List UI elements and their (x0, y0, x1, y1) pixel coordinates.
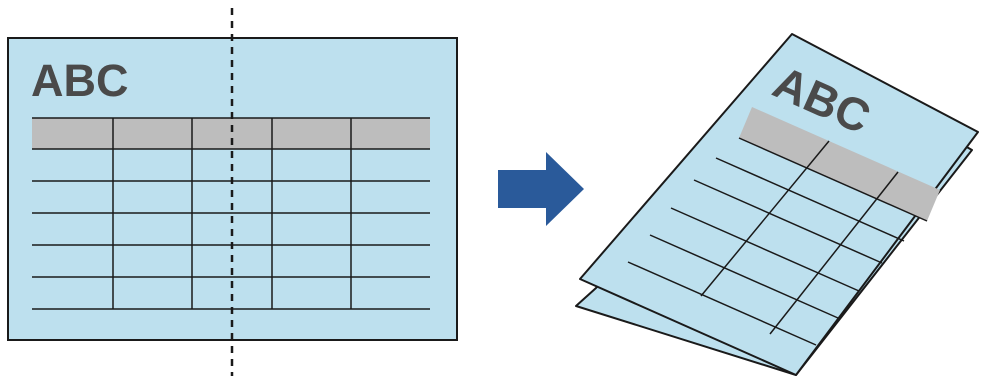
folded-sheet: ABC (575, 33, 979, 376)
folded-sheet-front-layer (579, 33, 979, 376)
row-line (693, 179, 883, 264)
folded-sheet-header-row (739, 107, 940, 221)
row-line (670, 207, 860, 292)
flat-sheet-column-lines (112, 118, 352, 309)
column-line (769, 171, 899, 335)
row-line (627, 261, 817, 346)
folded-sheet-row-lines (627, 137, 928, 346)
column-line (700, 140, 830, 297)
row-line (738, 137, 928, 222)
arrow-right-icon (498, 152, 584, 226)
row-line (649, 234, 839, 319)
folded-sheet-column-lines (700, 140, 899, 335)
row-line (715, 157, 905, 242)
flat-sheet-heading: ABC (31, 55, 129, 106)
